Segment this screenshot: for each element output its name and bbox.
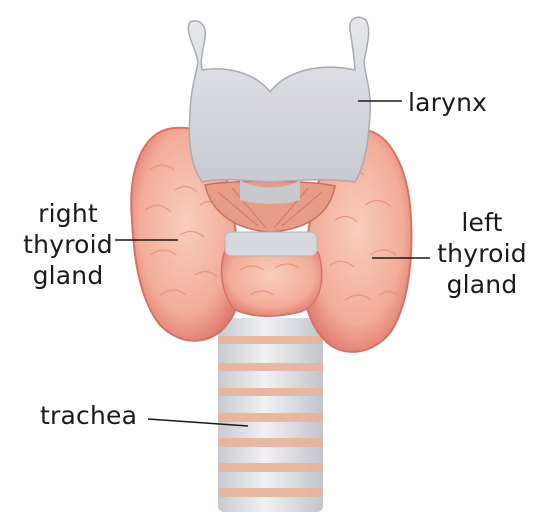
label-left-line2: thyroid — [426, 238, 538, 269]
label-left-thyroid-gland: left thyroid gland — [426, 207, 538, 300]
label-right-thyroid-gland: right thyroid gland — [8, 198, 128, 291]
larynx-cartilage — [188, 17, 370, 182]
trachea — [218, 318, 323, 512]
label-right-line2: thyroid — [8, 229, 128, 260]
label-larynx: larynx — [408, 87, 487, 118]
cricoid-cartilage — [225, 232, 317, 256]
label-larynx-text: larynx — [408, 87, 487, 118]
label-left-line3: gland — [426, 269, 538, 300]
label-left-line1: left — [426, 207, 538, 238]
label-trachea: trachea — [40, 400, 137, 431]
label-right-line3: gland — [8, 260, 128, 291]
label-trachea-text: trachea — [40, 400, 137, 431]
label-right-line1: right — [8, 198, 128, 229]
